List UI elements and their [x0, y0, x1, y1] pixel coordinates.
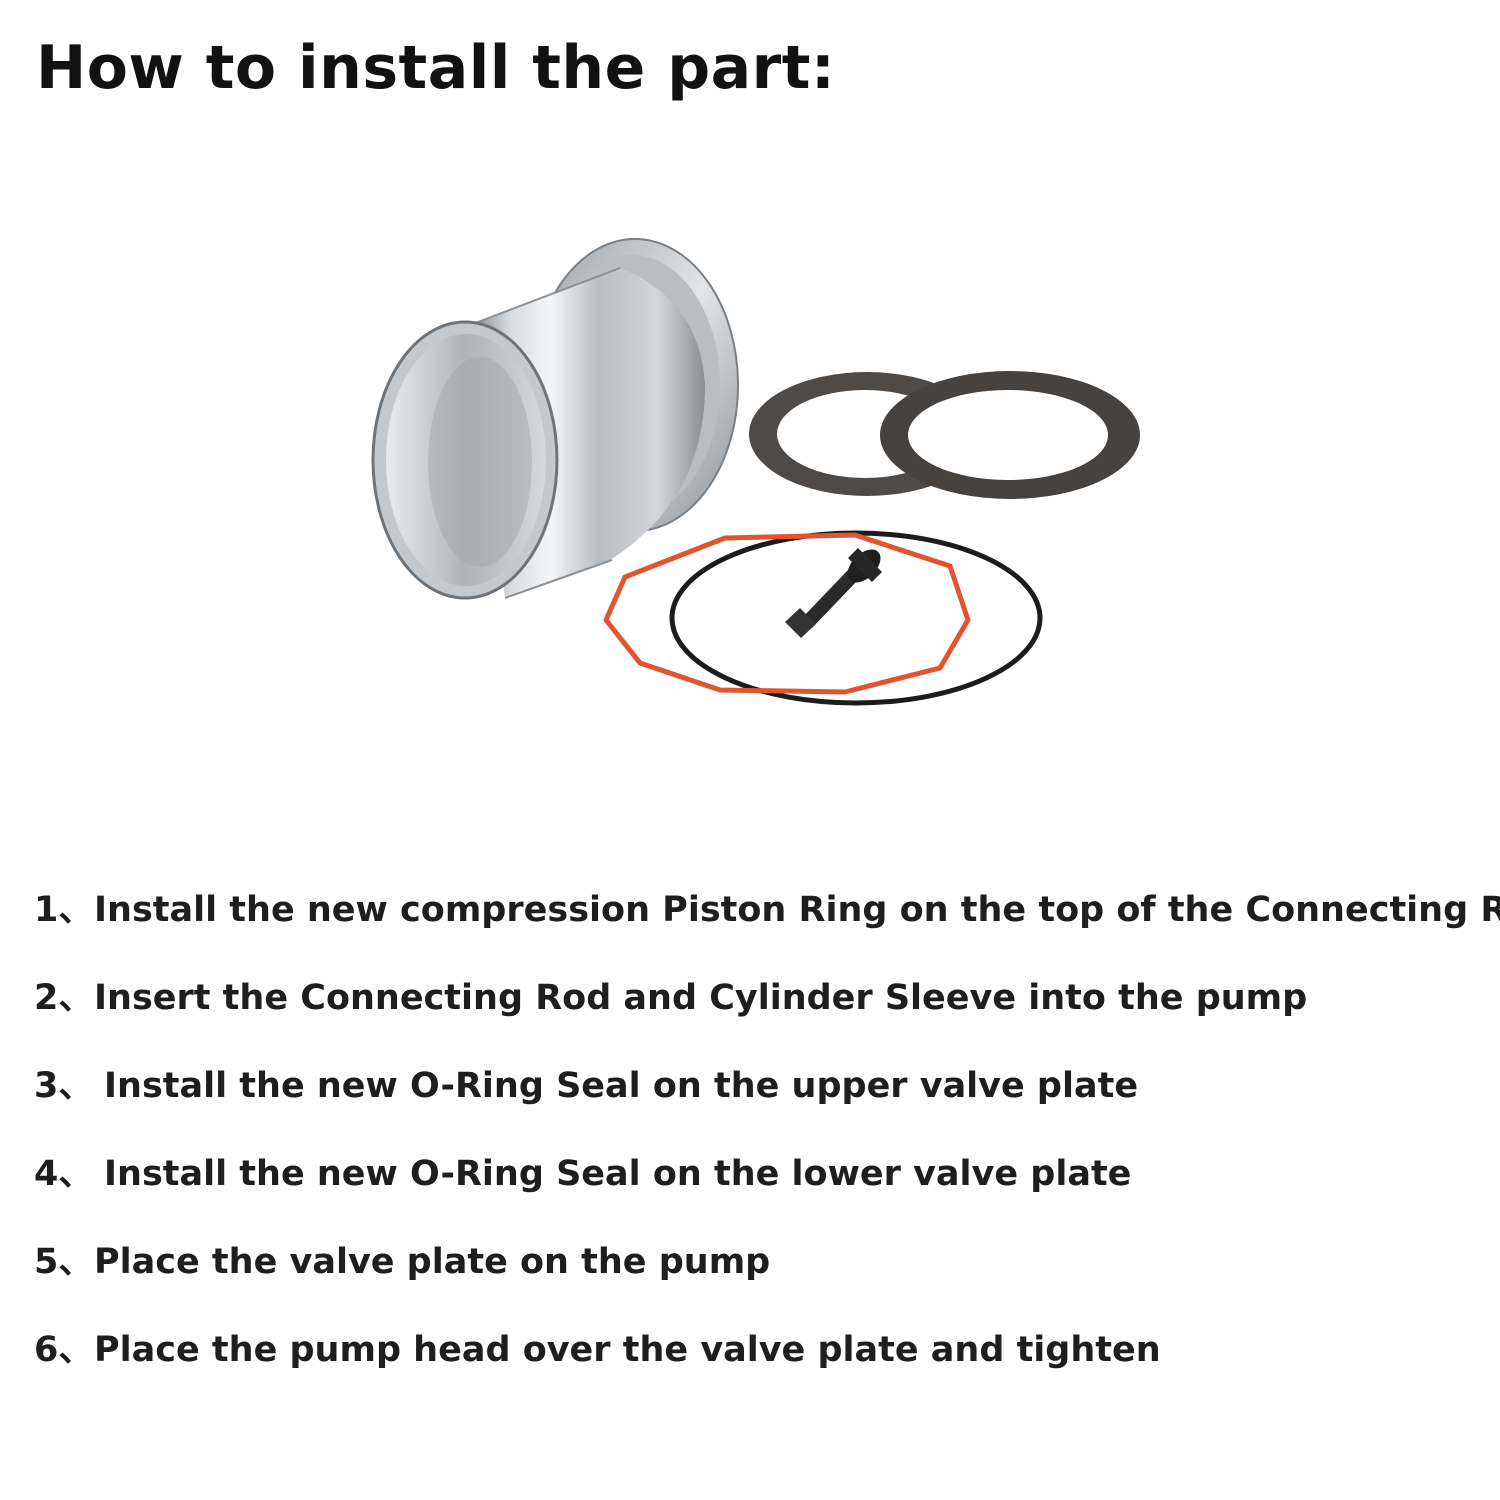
- step-text: Install the new O-Ring Seal on the lower…: [104, 1154, 1132, 1194]
- installation-steps: 1、 Install the new compression Piston Ri…: [34, 888, 1500, 1416]
- step-text: Place the pump head over the valve plate…: [94, 1330, 1161, 1370]
- step-item: 3、 Install the new O-Ring Seal on the up…: [34, 1064, 1500, 1152]
- cylinder-sleeve: [371, 238, 739, 600]
- product-photo: [371, 238, 1140, 706]
- step-number: 2、: [34, 978, 94, 1018]
- step-text: Install the new O-Ring Seal on the upper…: [104, 1066, 1139, 1106]
- step-number: 4、: [34, 1154, 94, 1194]
- step-item: 6、 Place the pump head over the valve pl…: [34, 1328, 1500, 1416]
- step-number: 6、: [34, 1330, 94, 1370]
- step-item: 4、 Install the new O-Ring Seal on the lo…: [34, 1152, 1500, 1240]
- step-item: 2、 Insert the Connecting Rod and Cylinde…: [34, 976, 1500, 1064]
- step-number: 5、: [34, 1242, 94, 1282]
- cap-screw: [785, 548, 882, 638]
- page-title: How to install the part:: [36, 33, 836, 103]
- step-number: 1、: [34, 890, 94, 930]
- step-text: Place the valve plate on the pump: [94, 1242, 771, 1282]
- step-text: Install the new compression Piston Ring …: [94, 890, 1500, 930]
- step-item: 1、 Install the new compression Piston Ri…: [34, 888, 1500, 976]
- step-item: 5、 Place the valve plate on the pump: [34, 1240, 1500, 1328]
- flat-gasket-small: [880, 371, 1140, 499]
- orange-o-ring: [603, 532, 971, 695]
- step-number: 3、: [34, 1066, 94, 1106]
- step-text: Insert the Connecting Rod and Cylinder S…: [94, 978, 1308, 1018]
